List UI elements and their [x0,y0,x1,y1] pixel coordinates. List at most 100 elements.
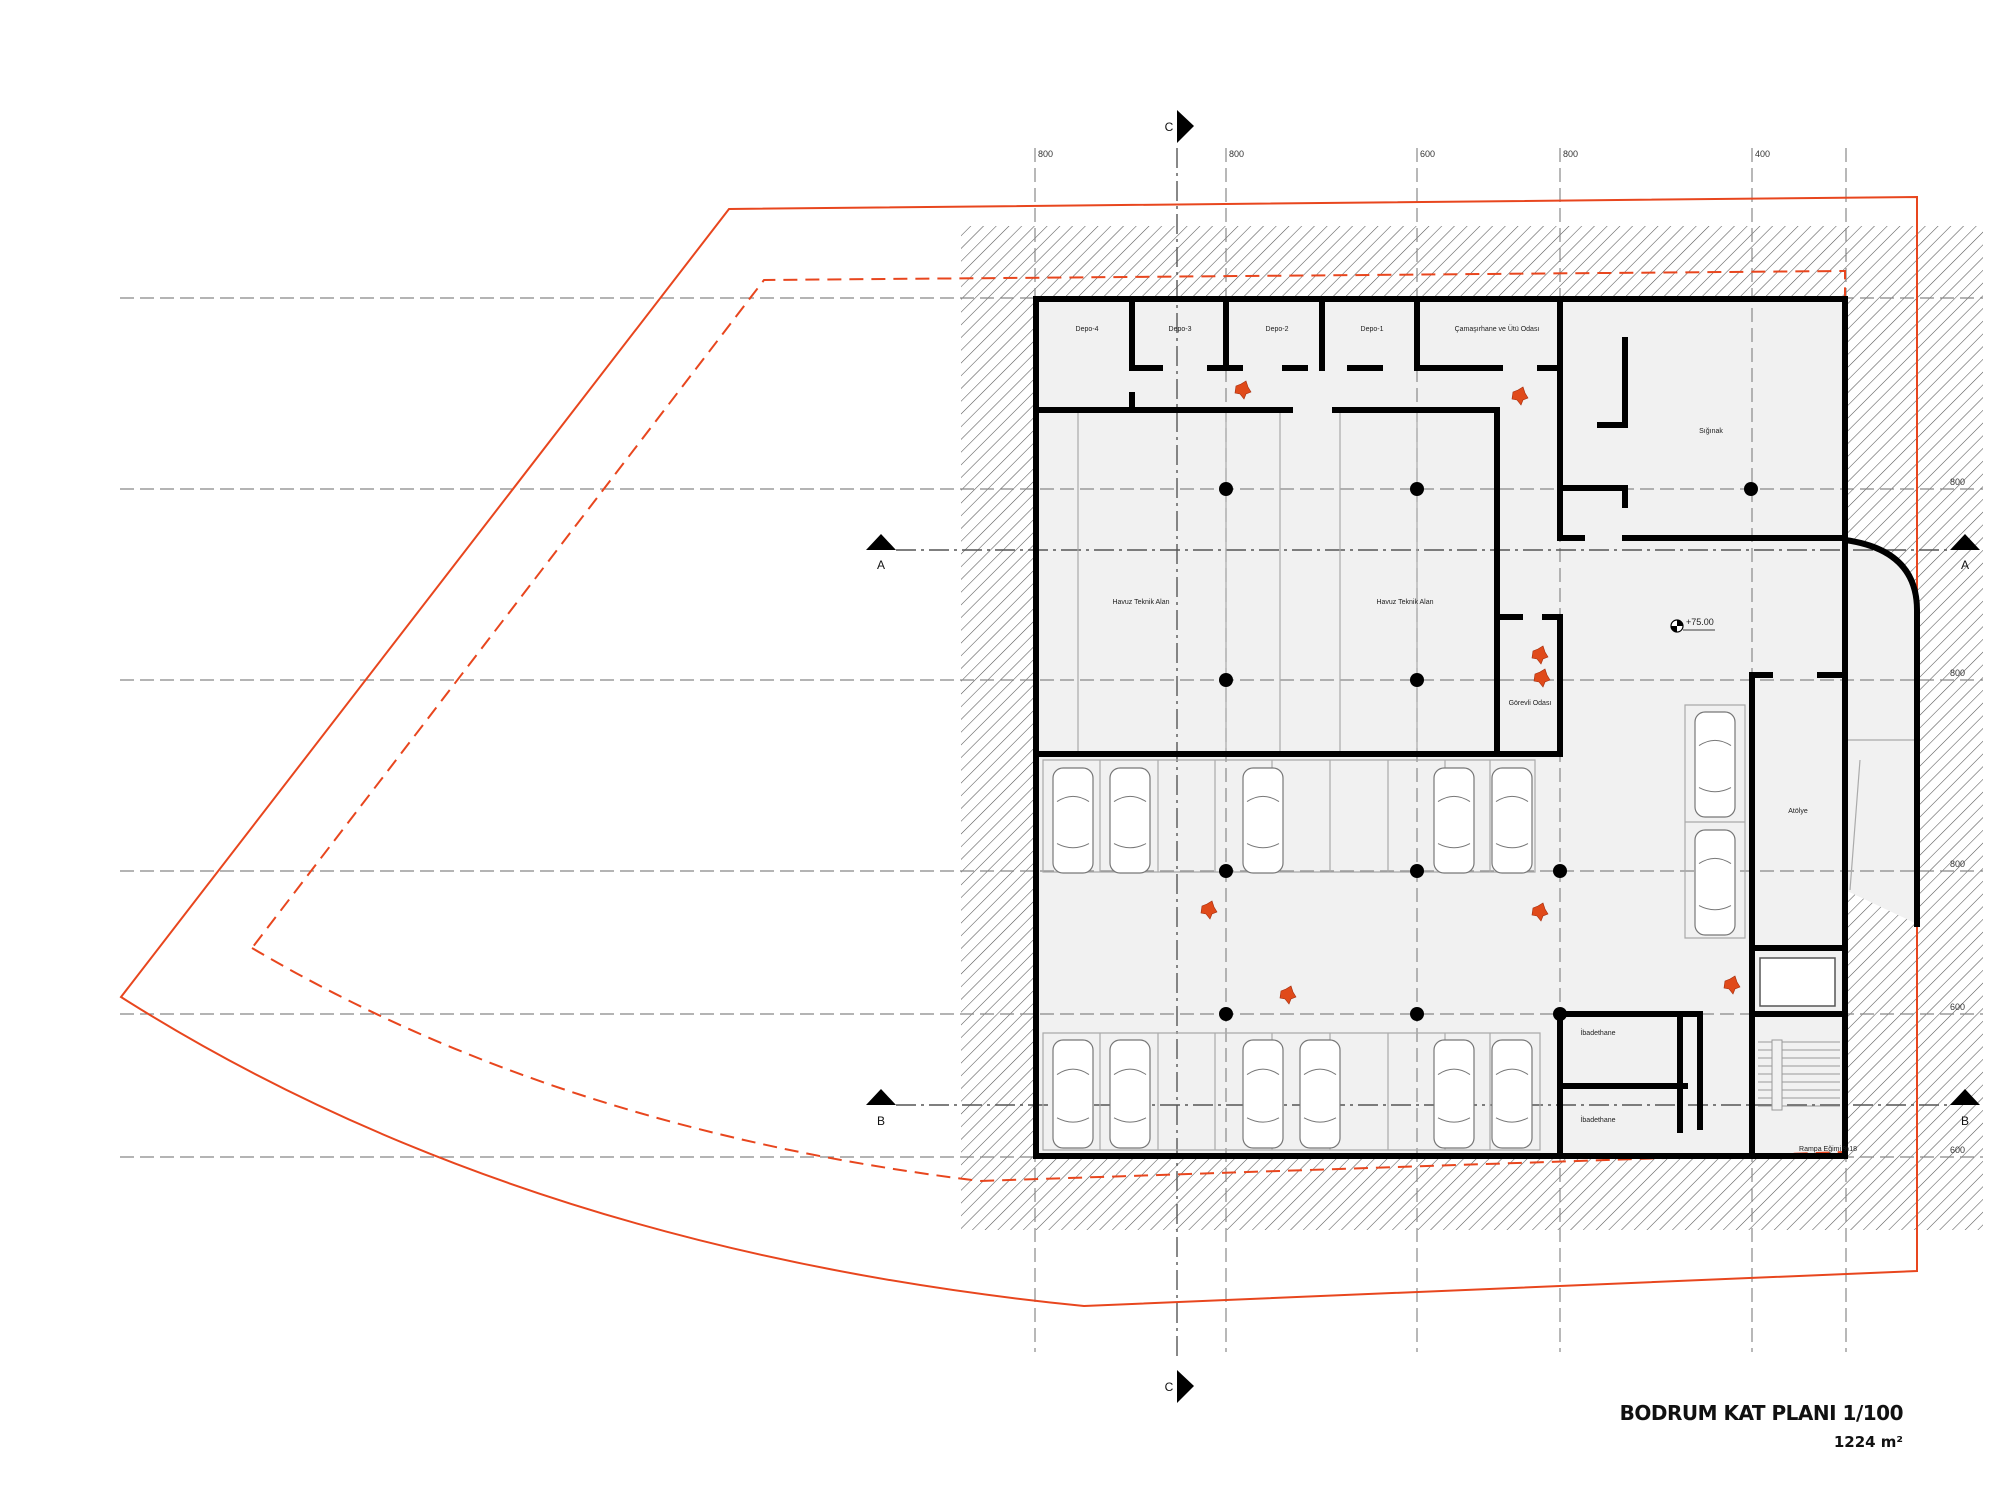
people-figures [1200,380,1741,1005]
walls [1033,296,1920,1159]
car [1694,829,1736,936]
car [1694,711,1736,818]
car [1052,767,1094,874]
car-body [1491,767,1533,874]
car-body [1242,1039,1284,1149]
building-floor [1036,299,1917,1156]
section-c-bottom-label: C [1165,1380,1174,1394]
column [1219,673,1233,687]
car-body [1433,1039,1475,1149]
car-windows [1113,1068,1147,1123]
parked-cars [1052,711,1736,1149]
car-body [1694,829,1736,936]
car [1109,767,1151,874]
section-marker-b-right: B [1950,1089,1980,1128]
room-label-depo-2: Depo-2 [1266,326,1289,333]
section-marker-a-left: A [866,534,896,572]
car [1433,1039,1475,1149]
grid-dim-top-5: 400 [1755,149,1770,159]
person-figure [1511,386,1529,406]
car [1491,1039,1533,1149]
car-windows [1056,1068,1090,1123]
level-marker: +75.00 [1670,617,1715,633]
car-windows [1495,795,1529,849]
room-label-laundry: Çamaşırhane ve Ütü Odası [1455,325,1540,333]
person-figure [1531,645,1549,665]
car-windows [1698,857,1732,911]
room-label-depo-4: Depo-4 [1076,326,1099,333]
room-label-pool-tech-1: Havuz Teknik Alan [1112,599,1169,606]
car-windows [1246,1068,1280,1123]
car-windows [1056,795,1090,849]
car-windows [1437,795,1471,849]
car-windows [1698,739,1732,793]
person-figure [1723,975,1741,995]
grid-dim-right-1: 800 [1950,477,1965,487]
person-figure [1279,985,1297,1005]
column [1744,482,1758,496]
column [1410,673,1424,687]
grid-dim-top-4: 800 [1563,149,1578,159]
room-label-prayer-1: İbadethane [1580,1028,1615,1037]
column [1410,482,1424,496]
section-b-right-label: B [1961,1114,1969,1128]
grid-dim-top-2: 800 [1229,149,1244,159]
setback-line [250,269,1846,1183]
car-body [1052,767,1094,874]
level-mark-text: +75.00 [1686,617,1714,627]
car [1491,767,1533,874]
person-figure [1200,900,1218,920]
column [1410,864,1424,878]
grid-dim-top-3: 600 [1420,149,1435,159]
person-figure [1234,380,1252,400]
columns [1219,482,1758,1021]
car [1052,1039,1094,1149]
section-b-left-label: B [877,1114,885,1128]
car-windows [1437,1068,1471,1123]
section-a-left-label: A [877,558,885,572]
grid-dim-right-3: 800 [1950,859,1965,869]
section-a-right-label: A [1961,558,1969,572]
person-figure [1531,902,1549,922]
ramp-slope-note: Rampa Eğimi %18 [1799,1146,1857,1153]
grid-dim-right-4: 600 [1950,1002,1965,1012]
column [1410,1007,1424,1021]
car-body [1491,1039,1533,1149]
room-label-staff: Görevli Odası [1509,700,1552,707]
car [1242,767,1284,874]
column [1553,864,1567,878]
room-label-depo-1: Depo-1 [1361,326,1384,333]
car [1299,1039,1341,1149]
car-body [1433,767,1475,874]
car-body [1242,767,1284,874]
car [1242,1039,1284,1149]
car-body [1694,711,1736,818]
grid-dim-right-2: 800 [1950,668,1965,678]
staircase [1758,1039,1840,1111]
car-windows [1113,795,1147,849]
column [1219,864,1233,878]
car-windows [1303,1068,1337,1123]
car-body [1109,1039,1151,1149]
column [1219,1007,1233,1021]
column [1553,1007,1567,1021]
car-windows [1246,795,1280,849]
person-figure [1533,668,1551,688]
section-marker-c-top: C [1165,110,1194,143]
car [1109,1039,1151,1149]
plan-title: BODRUM KAT PLANI 1/100 [1620,1401,1903,1425]
car-body [1299,1039,1341,1149]
elevator [1759,957,1836,1007]
car-body [1109,767,1151,874]
grid-dim-top-1: 800 [1038,149,1053,159]
plot-boundary-line [119,195,1918,1308]
car [1433,767,1475,874]
room-label-workshop: Atölye [1788,808,1808,815]
room-label-pool-tech-2: Havuz Teknik Alan [1376,599,1433,606]
room-label-depo-3: Depo-3 [1169,326,1192,333]
room-label-prayer-2: İbadethane [1580,1115,1615,1124]
plan-area: 1224 m² [1834,1433,1903,1451]
section-marker-c-bottom: C [1165,1370,1194,1403]
column [1219,482,1233,496]
